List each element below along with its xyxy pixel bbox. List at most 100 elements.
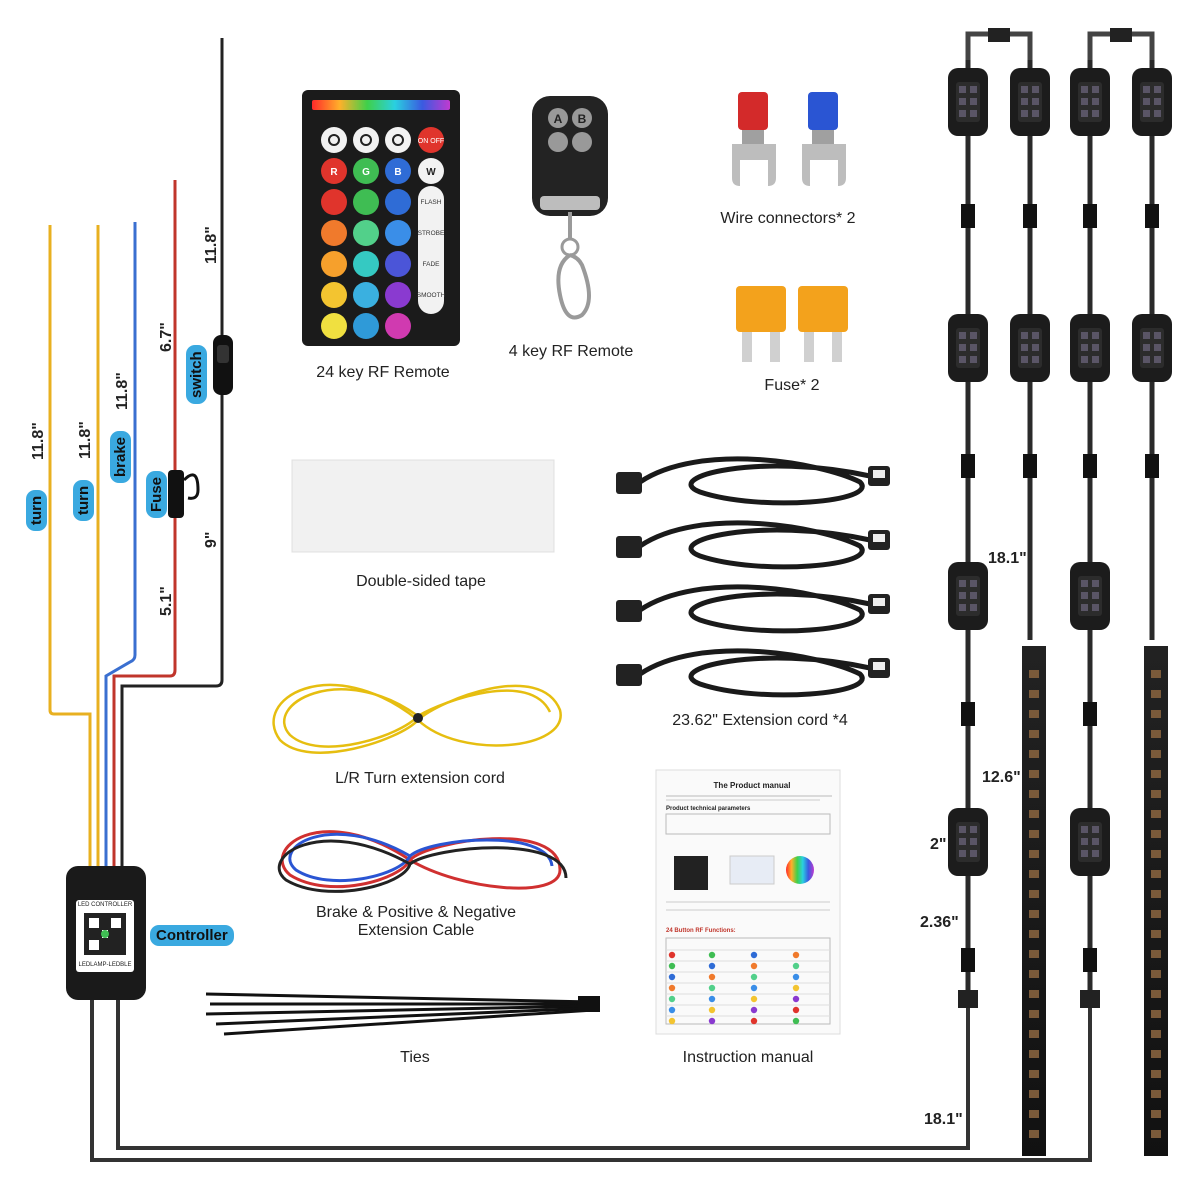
end-connector xyxy=(1080,990,1100,1008)
led-pod xyxy=(1132,314,1172,382)
remote-top-key xyxy=(321,127,347,153)
remote-top-key xyxy=(353,127,379,153)
remote-key-label: R xyxy=(330,167,338,178)
strip-led-chip xyxy=(1151,810,1161,818)
remote-color-key xyxy=(353,251,379,277)
wire-length-turn-right: 11.8" xyxy=(77,421,94,459)
dimension-pod-gap: 2.36" xyxy=(920,914,959,931)
brake-extension-cable xyxy=(277,830,568,893)
remote-key-b: B xyxy=(578,112,587,126)
strip-led-chip xyxy=(1151,1110,1161,1118)
wire-length-turn-left: 11.8" xyxy=(30,422,47,460)
controller-device-caption: LEDLAMP-LEDBLE xyxy=(78,962,132,968)
remote-key-a: A xyxy=(554,112,563,126)
strip-led-chip xyxy=(1029,970,1039,978)
strip-led-chip xyxy=(1029,1030,1039,1038)
dimension-strip-length: 12.6" xyxy=(982,769,1021,786)
turn-extension-cord xyxy=(272,683,562,754)
switch-wire xyxy=(120,38,224,870)
remote-color-key xyxy=(353,282,379,308)
led-pod xyxy=(948,808,988,876)
remote-mode-label: FLASH xyxy=(421,199,442,206)
dimension-top-extension: 18.1" xyxy=(988,550,1027,567)
wire-length-switch-upper: 11.8" xyxy=(203,226,220,264)
strip-led-chip xyxy=(1151,1010,1161,1018)
wire-tag-fuse: Fuse xyxy=(146,470,167,518)
dimension-pod: 2" xyxy=(930,836,947,853)
strip-led-chip xyxy=(1151,990,1161,998)
strip-led-chip xyxy=(1151,1050,1161,1058)
extension-cord xyxy=(616,520,890,570)
wire-length-switch-lower: 9" xyxy=(203,531,220,548)
strip-led-chip xyxy=(1029,950,1039,958)
extension-cord xyxy=(616,456,890,506)
led-strip-right xyxy=(1144,646,1168,1156)
manual-title: The Product manual xyxy=(714,781,791,790)
strip-led-chip xyxy=(1029,1110,1039,1118)
manual-section-functions: 24 Button RF Functions: xyxy=(666,928,736,934)
strip-led-chip xyxy=(1151,1090,1161,1098)
wire-length-fuse-upper: 6.7" xyxy=(158,322,175,352)
remote-color-key xyxy=(321,282,347,308)
cable-connector xyxy=(1083,702,1097,726)
strip-led-chip xyxy=(1029,810,1039,818)
remote-key-label: W xyxy=(426,167,436,178)
remote-24-label: 24 key RF Remote xyxy=(316,364,450,381)
remote-color-key xyxy=(353,189,379,215)
remote-color-key xyxy=(353,158,379,184)
led-pod xyxy=(1070,562,1110,630)
cable-connector xyxy=(1023,204,1037,228)
strip-led-chip xyxy=(1029,730,1039,738)
extension-cord-label: 23.62" Extension cord *4 xyxy=(672,712,848,729)
blade-fuses xyxy=(736,286,848,362)
manual-section-parameters: Product technical parameters xyxy=(666,806,751,812)
wire-tag-turn-right: turn xyxy=(73,479,94,521)
strip-led-chip xyxy=(1029,750,1039,758)
wire-tag-brake: brake xyxy=(110,430,131,483)
inline-fuse-holder xyxy=(168,470,200,518)
strip-led-chip xyxy=(1151,670,1161,678)
strip-led-chip xyxy=(1029,990,1039,998)
led-pod xyxy=(1010,314,1050,382)
cable-connector xyxy=(1145,204,1159,228)
strip-led-chip xyxy=(1151,930,1161,938)
wire-connectors xyxy=(732,92,846,186)
remote-color-key xyxy=(353,313,379,339)
remote-color-key xyxy=(321,220,347,246)
turn-wire-left xyxy=(48,225,92,870)
remote-key-label: G xyxy=(362,167,370,178)
strip-led-chip xyxy=(1029,850,1039,858)
strip-led-chip xyxy=(1151,770,1161,778)
strip-led-chip xyxy=(1029,690,1039,698)
brake-cable-label-line2: Extension Cable xyxy=(357,922,475,939)
sun-icon xyxy=(328,134,340,146)
instruction-manual: The Product manual Product technical par… xyxy=(655,769,841,1035)
double-sided-tape xyxy=(291,459,555,553)
manual-color-wheel xyxy=(786,856,814,884)
strip-led-chip xyxy=(1151,730,1161,738)
wire-tag-turn-left: turn xyxy=(26,489,47,531)
led-pod xyxy=(1070,314,1110,382)
remote-color-key xyxy=(385,282,411,308)
remote-color-key xyxy=(321,313,347,339)
strip-led-chip xyxy=(1029,870,1039,878)
remote-4-label: 4 key RF Remote xyxy=(508,343,634,360)
remote-key-label: ON OFF xyxy=(418,138,444,145)
cable-connector xyxy=(1023,454,1037,478)
cable-connector xyxy=(1083,204,1097,228)
remote-mode-label: STROBE xyxy=(418,230,445,237)
strip-led-chip xyxy=(1029,830,1039,838)
strip-led-chip xyxy=(1029,1090,1039,1098)
turn-cord-label: L/R Turn extension cord xyxy=(335,770,505,787)
led-strips xyxy=(1022,646,1168,1156)
remote-mode-label: FADE xyxy=(423,261,441,268)
strip-led-chip xyxy=(1151,1070,1161,1078)
strip-led-chip xyxy=(1029,770,1039,778)
controller-output-cable-a xyxy=(90,980,1092,1162)
strip-led-chip xyxy=(1151,750,1161,758)
strip-led-chip xyxy=(1151,1130,1161,1138)
cable-ties xyxy=(205,992,600,1036)
strip-led-chip xyxy=(1029,1050,1039,1058)
cable-connector xyxy=(961,948,975,972)
